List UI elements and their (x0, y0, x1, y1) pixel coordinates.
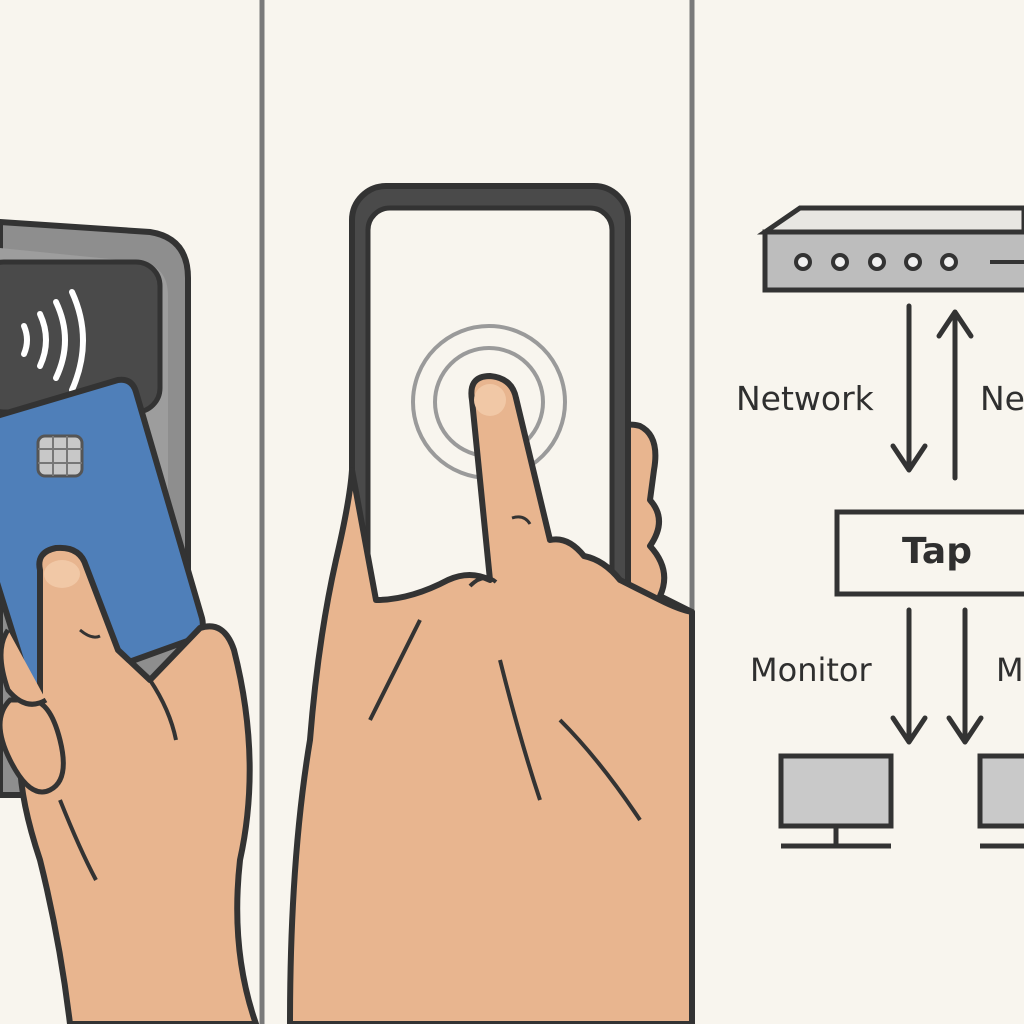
arrow-monitor-right (946, 607, 984, 745)
arrow-monitor-left (890, 607, 928, 745)
tap-box (834, 509, 1024, 597)
monitor-icon (977, 753, 1024, 849)
network-switch-icon (756, 205, 1024, 293)
panel-network-tap (756, 205, 1024, 849)
hand-tapping-phone (287, 373, 695, 1024)
arrow-network-up (936, 309, 974, 481)
monitor-label: Monitor (996, 651, 1024, 689)
panel-phone-tap (287, 183, 695, 1024)
panel-card-payment (0, 218, 259, 1024)
contactless-icon (21, 289, 86, 393)
card-chip-icon (36, 434, 84, 478)
network-label: Network (736, 379, 874, 418)
monitor-icon (778, 753, 894, 849)
arrow-network-down (890, 303, 928, 473)
monitor-label: Monitor (750, 651, 872, 689)
hand-holding-card (0, 544, 259, 1024)
network-label: Network (980, 379, 1024, 418)
tap-label: Tap (902, 531, 972, 572)
